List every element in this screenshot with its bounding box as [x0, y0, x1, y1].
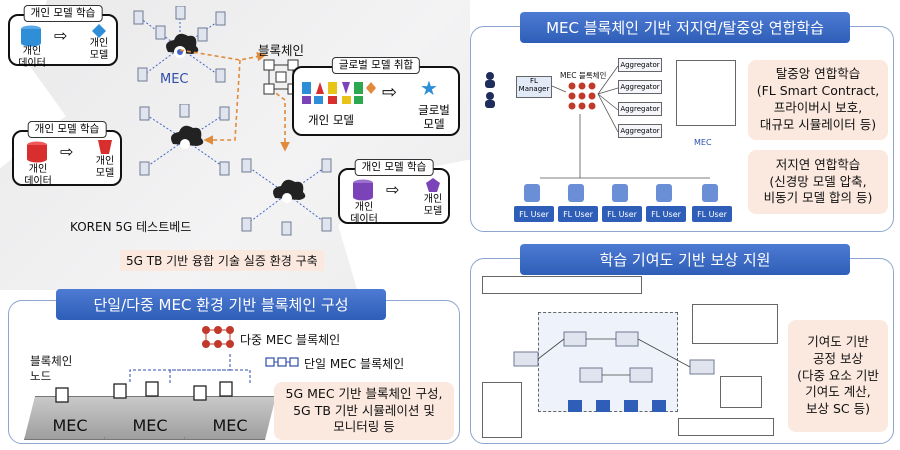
arrow-icon: ⇨ [60, 142, 74, 161]
database-icon [27, 141, 47, 163]
aggregator-3: Aggregator [618, 102, 662, 116]
mec-cluster-bottom [241, 158, 332, 236]
reward-panel-title: 학습 기여도 기반 보상 지원 [520, 244, 850, 275]
box-header: 개인 모델 학습 [354, 159, 434, 176]
arrow-icon: ⇨ [382, 82, 398, 103]
model-label: 개인 모델 [89, 38, 109, 61]
box-header: 글로벌 모델 취합 [331, 57, 421, 74]
decentralized-fl-callout: 탈중앙 연합학습 (FL Smart Contract, 프라이버시 보호, 대… [748, 60, 888, 140]
model-diamond-icon [92, 24, 106, 38]
account-table [482, 382, 522, 438]
fl-user-2: FL User [558, 206, 598, 222]
fl-user-4: FL User [646, 206, 686, 222]
single-mec-label: 단일 MEC 블록체인 [304, 357, 405, 371]
personal-training-box-3: 개인 모델 학습 ⇨ 개인 데이터 개인 모델 [338, 159, 450, 225]
box-header: 개인 모델 학습 [27, 121, 107, 138]
aggregator-1: Aggregator [618, 58, 662, 72]
aggregator-4: Aggregator [618, 124, 662, 138]
reward-callout: 기여도 기반 공정 보상 (다중 요소 기반 기여도 계산, 보상 SC 등) [788, 320, 888, 432]
database-icon [353, 179, 373, 201]
fl-panel-title: MEC 블록체인 기반 저지연/탈중앙 연합학습 [520, 12, 850, 43]
batch-transfer-box [678, 418, 774, 436]
box-header: 개인 모델 학습 [23, 5, 103, 22]
reward-table-top [482, 276, 642, 294]
model-result-box [676, 60, 736, 126]
data-label: 개인 데이터 [350, 202, 378, 225]
personal-model-label: 개인 모델 [308, 113, 354, 127]
fl-user-1: FL User [514, 206, 554, 222]
global-model-label: 글로벌 모델 [418, 103, 450, 131]
mec-label: MEC [160, 72, 189, 87]
data-label: 개인 데이터 [24, 164, 52, 187]
model-label: 개인 모델 [95, 156, 115, 179]
mec-blockchain-title: 단일/다중 MEC 환경 기반 블록체인 구성 [56, 289, 386, 320]
mec-blockchain-callout: 5G MEC 기반 블록체인 구성, 5G TB 기반 시뮬레이션 및 모니터링… [274, 382, 454, 440]
node-cubes [55, 381, 233, 403]
model-pentagon-icon [426, 178, 440, 192]
mec-chain-label: MEC 블록체인 [560, 71, 607, 80]
blockchain-node-label: 블록체인 노드 [30, 354, 73, 383]
device-cylinders [524, 184, 718, 202]
global-aggregation-box: 글로벌 모델 취합 ⇨ ★ 개인 모델 글로벌 모델 [292, 57, 460, 136]
node-links [129, 354, 251, 384]
account-list-box [720, 376, 762, 408]
user-icons [485, 72, 495, 108]
fl-user-5: FL User [692, 206, 732, 222]
local-aggregators [538, 312, 678, 412]
low-latency-fl-callout: 저지연 연합학습 (신경망 모델 압축, 비동기 모델 합의 등) [748, 150, 888, 214]
data-label: 개인 데이터 [18, 46, 46, 69]
mec-server-2: MEC [104, 396, 196, 440]
personal-models-icons [302, 82, 376, 104]
fl-diagram: FL Manager MEC 블록체인 Aggregator Aggregato… [480, 48, 742, 226]
fl-user-3: FL User [602, 206, 642, 222]
contribution-table [692, 304, 778, 344]
model-label: 개인 모델 [423, 194, 443, 217]
chain-network-icon [568, 82, 596, 110]
arrow-icon: ⇨ [386, 180, 400, 199]
fl-manager-box: FL Manager [516, 76, 552, 98]
personal-training-box-1: 개인 모델 학습 ⇨ 개인 데이터 개인 모델 [8, 5, 118, 69]
multi-mec-blockchain-icon [202, 326, 234, 348]
single-mec-blockchain-icon [265, 357, 299, 367]
model-cup-icon [98, 140, 112, 154]
database-icon [21, 25, 41, 47]
blockchain-label: 블록체인 [258, 43, 305, 58]
mec-small-label: MEC [694, 138, 712, 147]
koren-label: KOREN 5G 테스트베드 [70, 220, 192, 234]
testbed-caption: 5G TB 기반 융합 기술 실증 환경 구축 [120, 250, 324, 271]
multi-mec-label: 다중 MEC 블록체인 [240, 333, 341, 347]
arrow-icon: ⇨ [54, 26, 68, 45]
personal-training-box-2: 개인 모델 학습 ⇨ 개인 데이터 개인 모델 [12, 121, 122, 187]
aggregator-2: Aggregator [618, 80, 662, 94]
mec-cluster-middle [139, 104, 230, 176]
reward-diagram [480, 272, 780, 440]
global-model-star-icon: ★ [420, 76, 438, 100]
